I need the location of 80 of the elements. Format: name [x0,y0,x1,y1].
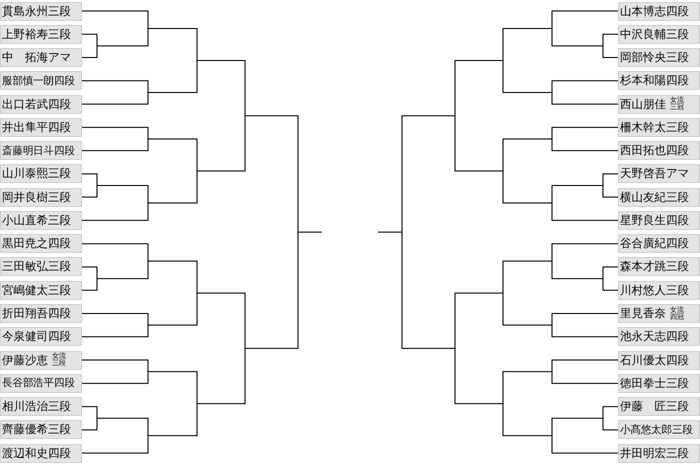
player-name-box [0,164,82,184]
player-name: 上野裕寿三段 [2,26,71,42]
player-name: 里見香奈 [620,306,666,321]
player-name: 渡辺和史四段 [2,446,71,461]
player-name-box [618,118,700,137]
player-name-box [618,2,700,20]
player-name-box [618,444,700,463]
player-name: 折田翔吾四段 [2,306,71,321]
player-name-box [0,374,82,393]
player-name-box [618,280,700,300]
player-name-box [0,94,82,114]
player-name-box [0,141,82,160]
player-name-box [618,94,700,114]
player-name-box [0,350,82,370]
player-name: 岡部怜央三段 [620,50,689,66]
player-name: 相川浩治三段 [2,399,71,414]
player-name-box [0,188,82,207]
player-name-box [0,280,82,300]
player-name: 星野良生四段 [620,212,689,228]
player-name: 貫島永州三段 [2,4,71,18]
player-name: 黒田尭之四段 [2,236,71,252]
player-name-box [0,210,82,230]
player-name-box [618,234,700,254]
player-name: 井出隼平四段 [2,120,71,135]
player-name: 横山友紀三段 [620,190,689,205]
player-name-box [618,327,700,346]
player-name-box [618,350,700,370]
player-name: 伊藤沙恵 [2,352,48,368]
player-name: 小髙悠太郎三段 [620,422,693,437]
player-name: 今泉健司四段 [2,329,71,344]
player-name-box [0,71,82,90]
player-name: 中 拓海アマ [2,50,71,66]
player-name-box [0,397,82,416]
player-name: 徳田拳士三段 [620,376,689,391]
player-name-box [618,48,700,68]
player-name-box [618,141,700,160]
player-name-box [0,2,82,20]
player-name: 服部慎一朗四段 [2,74,75,88]
player-name-box [0,327,82,346]
player-name-box [618,397,700,416]
player-name: 岡井良樹三段 [2,190,71,205]
player-name-box [0,420,82,440]
player-name-box [618,188,700,207]
player-name: 井田明宏三段 [620,446,689,461]
player-name: 西山朋佳 [620,96,666,112]
player-name-box [0,118,82,137]
player-name: 小山直希三段 [2,212,71,228]
player-name-box [0,48,82,68]
player-name: 中沢良輔三段 [620,26,689,42]
player-name-box [0,257,82,276]
player-name: 山本博志四段 [620,4,689,18]
player-name: 杉本和陽四段 [620,73,689,88]
player-name-box [618,24,700,44]
player-name: 宮嶋健太三段 [2,282,71,298]
player-name: 西田拓也四段 [620,143,689,158]
player-name: 石川優太四段 [620,352,689,368]
player-name-box [0,304,82,323]
player-name: 三田敏弘三段 [2,259,71,274]
player-name-box [618,374,700,393]
player-name: 齊藤優希三段 [2,422,71,438]
player-name-box [0,234,82,254]
player-name: 池永天志四段 [620,329,689,344]
player-name: 谷合廣紀四段 [620,236,689,252]
player-name: 柵木幹太三段 [620,120,689,135]
player-name: 山川泰熙三段 [2,166,71,182]
player-name: 長谷部浩平四段 [2,376,75,390]
player-name: 伊藤 匠三段 [620,399,689,414]
player-name-box [618,257,700,276]
player-name-box [618,164,700,184]
player-name: 天野啓吾アマ [620,166,689,182]
player-name-box [618,71,700,90]
player-name-box [618,304,700,323]
player-name-box [0,444,82,463]
player-name-box [618,420,700,440]
player-name-box [0,24,82,44]
player-name: 森本才跳三段 [620,259,689,274]
player-name: 出口若武四段 [2,96,71,112]
player-name: 川村悠人三段 [620,282,689,298]
player-name: 斎藤明日斗四段 [2,144,75,158]
player-name-box [618,210,700,230]
